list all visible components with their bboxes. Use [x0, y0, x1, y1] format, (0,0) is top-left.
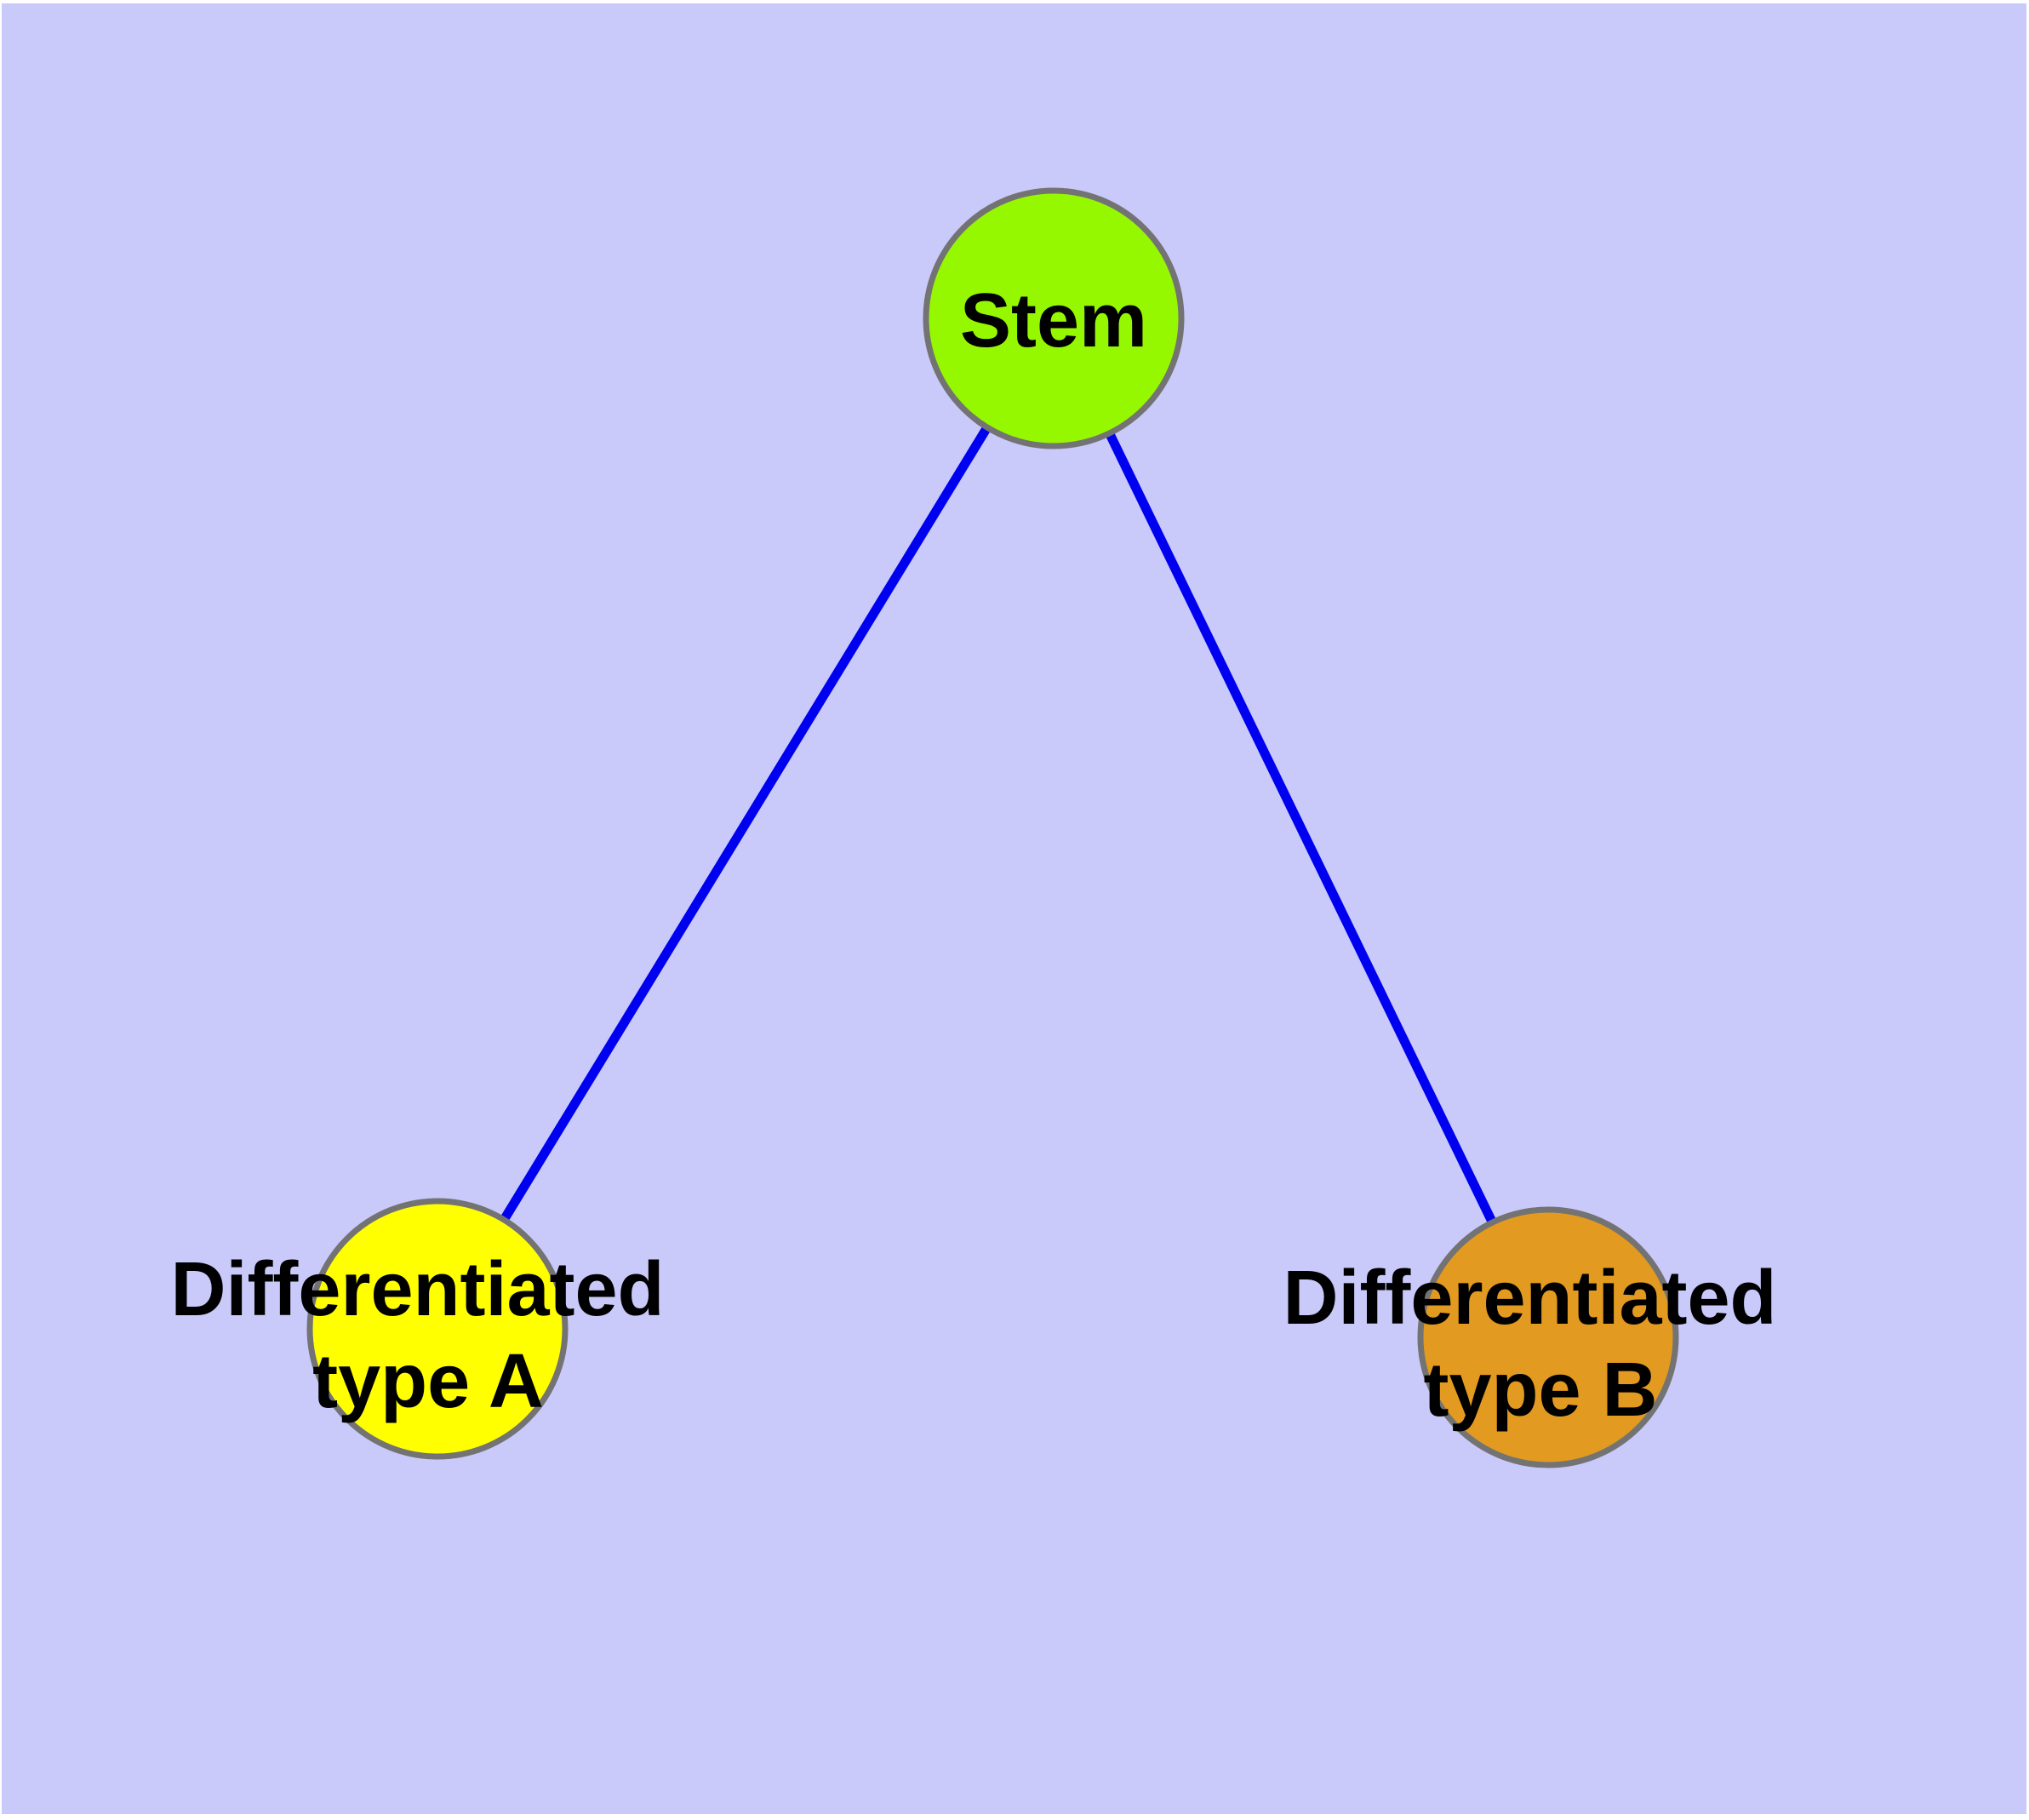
node-type-b-label-line-2: type B	[1423, 1348, 1657, 1433]
node-type-a-label-line-1: Differentiated	[170, 1247, 664, 1332]
node-type-b-label-line-1: Differentiated	[1283, 1256, 1776, 1341]
node-stem-circle	[923, 187, 1185, 449]
node-type-a-label-line-2: type A	[312, 1339, 544, 1424]
node-type-a-label: Differentiated type A	[170, 1247, 685, 1424]
node-type-b-label: Differentiated type B	[1283, 1256, 1798, 1433]
edge-stem-to-type-b	[1049, 316, 1552, 1340]
node-stem-label: Stem	[960, 278, 1147, 363]
node-stem-label-line: Stem	[960, 278, 1147, 363]
node-type-b-circle	[1417, 1206, 1679, 1468]
edge-stem-to-type-a	[433, 316, 1058, 1331]
node-type-a-circle	[306, 1198, 569, 1460]
